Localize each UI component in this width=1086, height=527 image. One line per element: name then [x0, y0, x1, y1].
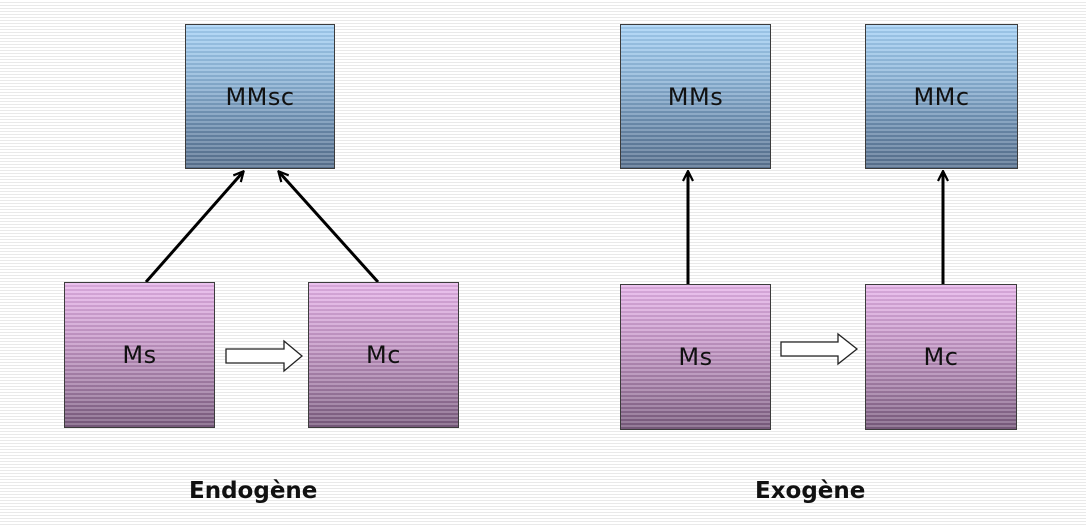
metamodel-box-mms: MMs	[620, 24, 771, 169]
mmsc-label: MMsc	[225, 82, 295, 111]
ms-label-exogene: Ms	[678, 343, 713, 371]
mmc-label: MMc	[913, 82, 970, 111]
metamodel-box-mmc: MMc	[865, 24, 1018, 169]
model-box-ms-endogene: Ms	[64, 282, 215, 428]
arrow-ms-to-mmsc	[144, 172, 243, 283]
mms-label: MMs	[667, 82, 724, 111]
transform-arrow-endogene	[225, 339, 304, 373]
caption-exogene: Exogène	[755, 478, 866, 504]
ms-label-endogene: Ms	[122, 341, 157, 369]
mc-label-endogene: Mc	[366, 341, 401, 369]
mc-label-exogene: Mc	[923, 343, 959, 371]
caption-endogene: Endogène	[189, 478, 318, 504]
metamodel-box-mmsc: MMsc	[185, 24, 335, 169]
model-box-mc-endogene: Mc	[308, 282, 459, 428]
transform-arrow-exogene	[780, 332, 859, 366]
arrow-mc-to-mmsc	[279, 172, 380, 284]
model-box-mc-exogene: Mc	[865, 284, 1017, 430]
model-box-ms-exogene: Ms	[620, 284, 771, 430]
